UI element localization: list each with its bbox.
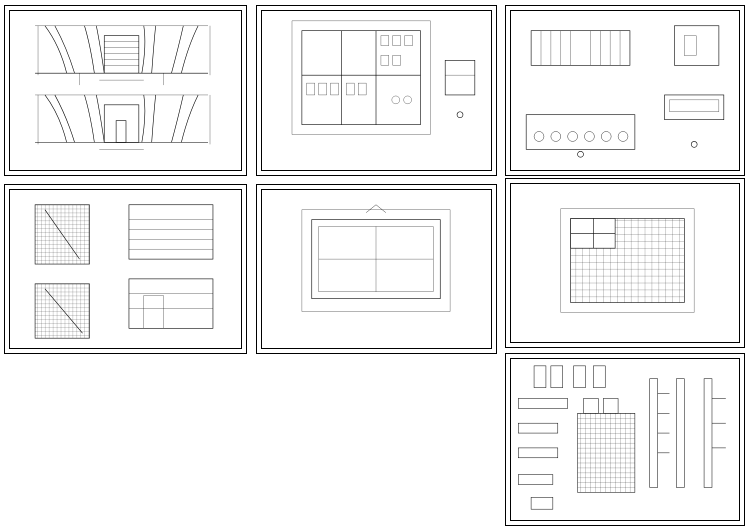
roof-plan-drawing	[301, 204, 451, 312]
detail-drawing	[518, 365, 726, 510]
sheet-grid-elevations[interactable]	[4, 184, 247, 354]
sheet-wall-details[interactable]	[505, 353, 745, 526]
elevation-drawing	[35, 25, 211, 150]
ceiling-plan-drawing	[560, 208, 695, 313]
sheet-frame	[9, 189, 242, 349]
floor-plan-drawing	[291, 20, 476, 135]
sheet-roof-plan[interactable]	[256, 184, 497, 354]
sheet-ceiling-tile-plan[interactable]	[505, 178, 745, 348]
sheet-frame	[261, 189, 492, 349]
grid-elevation-drawing	[34, 204, 214, 339]
sheet-frame	[510, 358, 740, 521]
sheet-frame	[9, 10, 242, 171]
sheet-frame	[510, 183, 740, 343]
sheet-floor-plan-restroom[interactable]	[256, 5, 497, 176]
elevation-section-drawing	[525, 25, 725, 158]
sheet-elevations-curved[interactable]	[4, 5, 247, 176]
sheet-elevations-sections[interactable]	[505, 5, 745, 176]
sheet-frame	[261, 10, 492, 171]
sheet-frame	[510, 10, 740, 171]
